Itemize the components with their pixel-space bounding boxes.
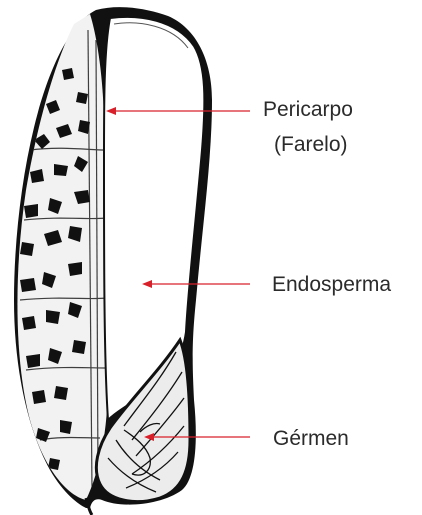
label-germ: Gérmen xyxy=(273,426,349,451)
label-pericarp: Pericarpo xyxy=(263,97,353,122)
label-pericarp-bran: (Farelo) xyxy=(274,132,348,157)
label-endosperm: Endosperma xyxy=(272,272,391,297)
